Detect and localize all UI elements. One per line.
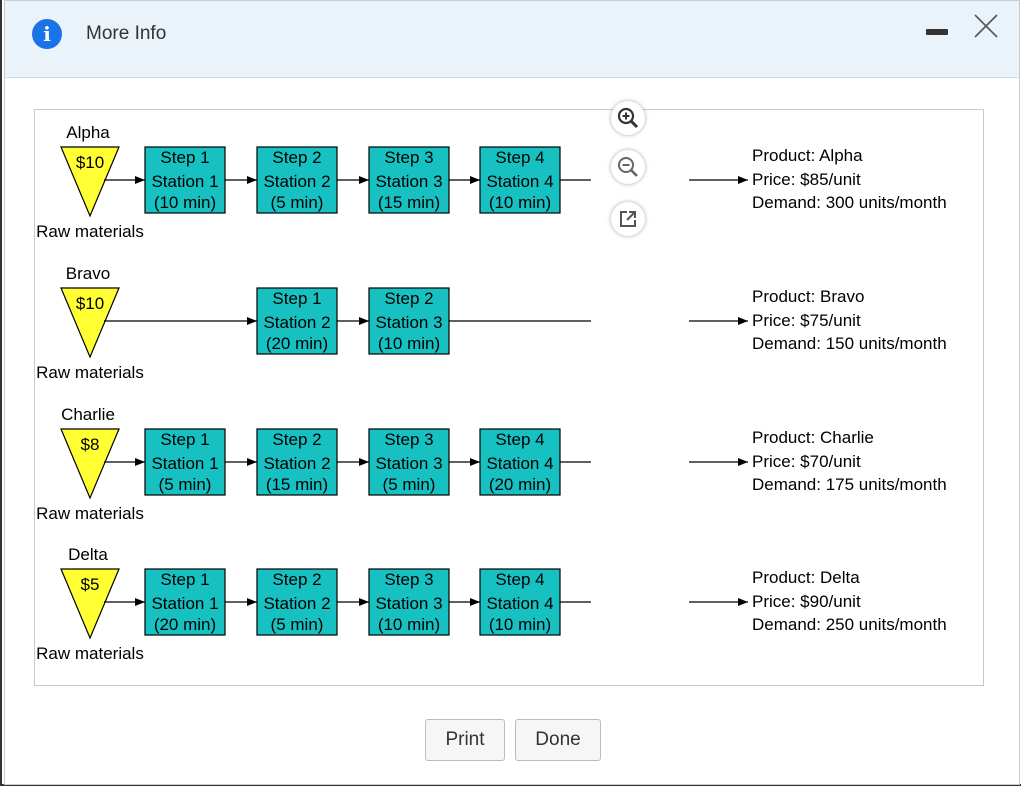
time-label: (5 min) xyxy=(383,475,436,494)
step-label: Step 4 xyxy=(495,570,544,589)
external-link-icon xyxy=(620,211,636,227)
open-external-button[interactable] xyxy=(611,202,645,236)
station-box xyxy=(144,428,226,496)
product-name-label: Charlie xyxy=(61,405,115,424)
time-label: (10 min) xyxy=(154,193,216,212)
station-label: Station 3 xyxy=(375,454,442,473)
station-label: Station 2 xyxy=(263,172,330,191)
station-label: Station 3 xyxy=(375,172,442,191)
zoom-in-button[interactable] xyxy=(611,101,645,135)
station-box xyxy=(479,428,561,496)
raw-material-triangle xyxy=(60,428,120,500)
step-label: Step 2 xyxy=(272,430,321,449)
station-label: Station 4 xyxy=(486,172,553,191)
raw-materials-label: Raw materials xyxy=(36,504,144,523)
time-label: (5 min) xyxy=(271,193,324,212)
raw-material-triangle xyxy=(60,146,120,218)
dialog-header: i More Info xyxy=(5,1,1019,78)
minimize-button[interactable] xyxy=(926,29,948,35)
price-label: Price: $75/unit xyxy=(752,311,861,330)
station-box xyxy=(256,568,338,636)
raw-cost-label: $5 xyxy=(81,575,100,594)
step-label: Step 2 xyxy=(272,148,321,167)
raw-material-triangle xyxy=(60,287,120,359)
raw-material-triangle xyxy=(60,568,120,640)
station-box xyxy=(479,146,561,214)
time-label: (5 min) xyxy=(271,615,324,634)
demand-label: Demand: 175 units/month xyxy=(752,475,947,494)
step-label: Step 3 xyxy=(384,570,433,589)
info-icon: i xyxy=(32,19,62,49)
time-label: (10 min) xyxy=(378,334,440,353)
close-button[interactable] xyxy=(971,11,1001,41)
step-label: Step 4 xyxy=(495,430,544,449)
demand-label: Demand: 300 units/month xyxy=(752,193,947,212)
station-box xyxy=(256,287,338,355)
time-label: (20 min) xyxy=(489,475,551,494)
product-label: Product: Delta xyxy=(752,568,860,587)
station-label: Station 3 xyxy=(375,313,442,332)
time-label: (10 min) xyxy=(489,193,551,212)
done-button[interactable]: Done xyxy=(515,719,601,761)
product-name-label: Bravo xyxy=(66,264,110,283)
raw-cost-label: $10 xyxy=(76,153,104,172)
station-box xyxy=(368,428,450,496)
station-label: Station 1 xyxy=(151,454,218,473)
station-box xyxy=(368,287,450,355)
time-label: (10 min) xyxy=(489,615,551,634)
station-box xyxy=(368,146,450,214)
station-box xyxy=(144,146,226,214)
zoom-out-button[interactable] xyxy=(611,150,645,184)
station-label: Station 2 xyxy=(263,313,330,332)
station-label: Station 2 xyxy=(263,594,330,613)
station-label: Station 4 xyxy=(486,594,553,613)
raw-cost-label: $10 xyxy=(76,294,104,313)
station-label: Station 1 xyxy=(151,594,218,613)
zoom-out-icon xyxy=(618,157,638,177)
station-box xyxy=(368,568,450,636)
step-label: Step 1 xyxy=(160,148,209,167)
close-icon xyxy=(974,14,998,38)
step-label: Step 2 xyxy=(384,289,433,308)
raw-materials-label: Raw materials xyxy=(36,644,144,663)
raw-materials-label: Raw materials xyxy=(36,363,144,382)
time-label: (10 min) xyxy=(378,615,440,634)
step-label: Step 3 xyxy=(384,430,433,449)
product-name-label: Alpha xyxy=(66,123,110,142)
product-name-label: Delta xyxy=(68,545,108,564)
product-label: Product: Bravo xyxy=(752,287,864,306)
demand-label: Demand: 250 units/month xyxy=(752,615,947,634)
product-label: Product: Charlie xyxy=(752,428,874,447)
raw-materials-label: Raw materials xyxy=(36,222,144,241)
raw-cost-label: $8 xyxy=(81,435,100,454)
station-box xyxy=(256,428,338,496)
time-label: (15 min) xyxy=(266,475,328,494)
step-label: Step 1 xyxy=(272,289,321,308)
step-label: Step 1 xyxy=(160,430,209,449)
time-label: (20 min) xyxy=(154,615,216,634)
step-label: Step 2 xyxy=(272,570,321,589)
station-label: Station 3 xyxy=(375,594,442,613)
demand-label: Demand: 150 units/month xyxy=(752,334,947,353)
step-label: Step 4 xyxy=(495,148,544,167)
dialog-title: More Info xyxy=(86,23,167,44)
station-label: Station 1 xyxy=(151,172,218,191)
station-box xyxy=(479,568,561,636)
price-label: Price: $90/unit xyxy=(752,592,861,611)
station-label: Station 2 xyxy=(263,454,330,473)
step-label: Step 1 xyxy=(160,570,209,589)
station-box xyxy=(256,146,338,214)
step-label: Step 3 xyxy=(384,148,433,167)
time-label: (20 min) xyxy=(266,334,328,353)
price-label: Price: $70/unit xyxy=(752,452,861,471)
time-label: (15 min) xyxy=(378,193,440,212)
station-label: Station 4 xyxy=(486,454,553,473)
zoom-in-icon xyxy=(617,107,639,129)
time-label: (5 min) xyxy=(159,475,212,494)
product-label: Product: Alpha xyxy=(752,146,863,165)
print-button[interactable]: Print xyxy=(425,719,505,761)
price-label: Price: $85/unit xyxy=(752,170,861,189)
